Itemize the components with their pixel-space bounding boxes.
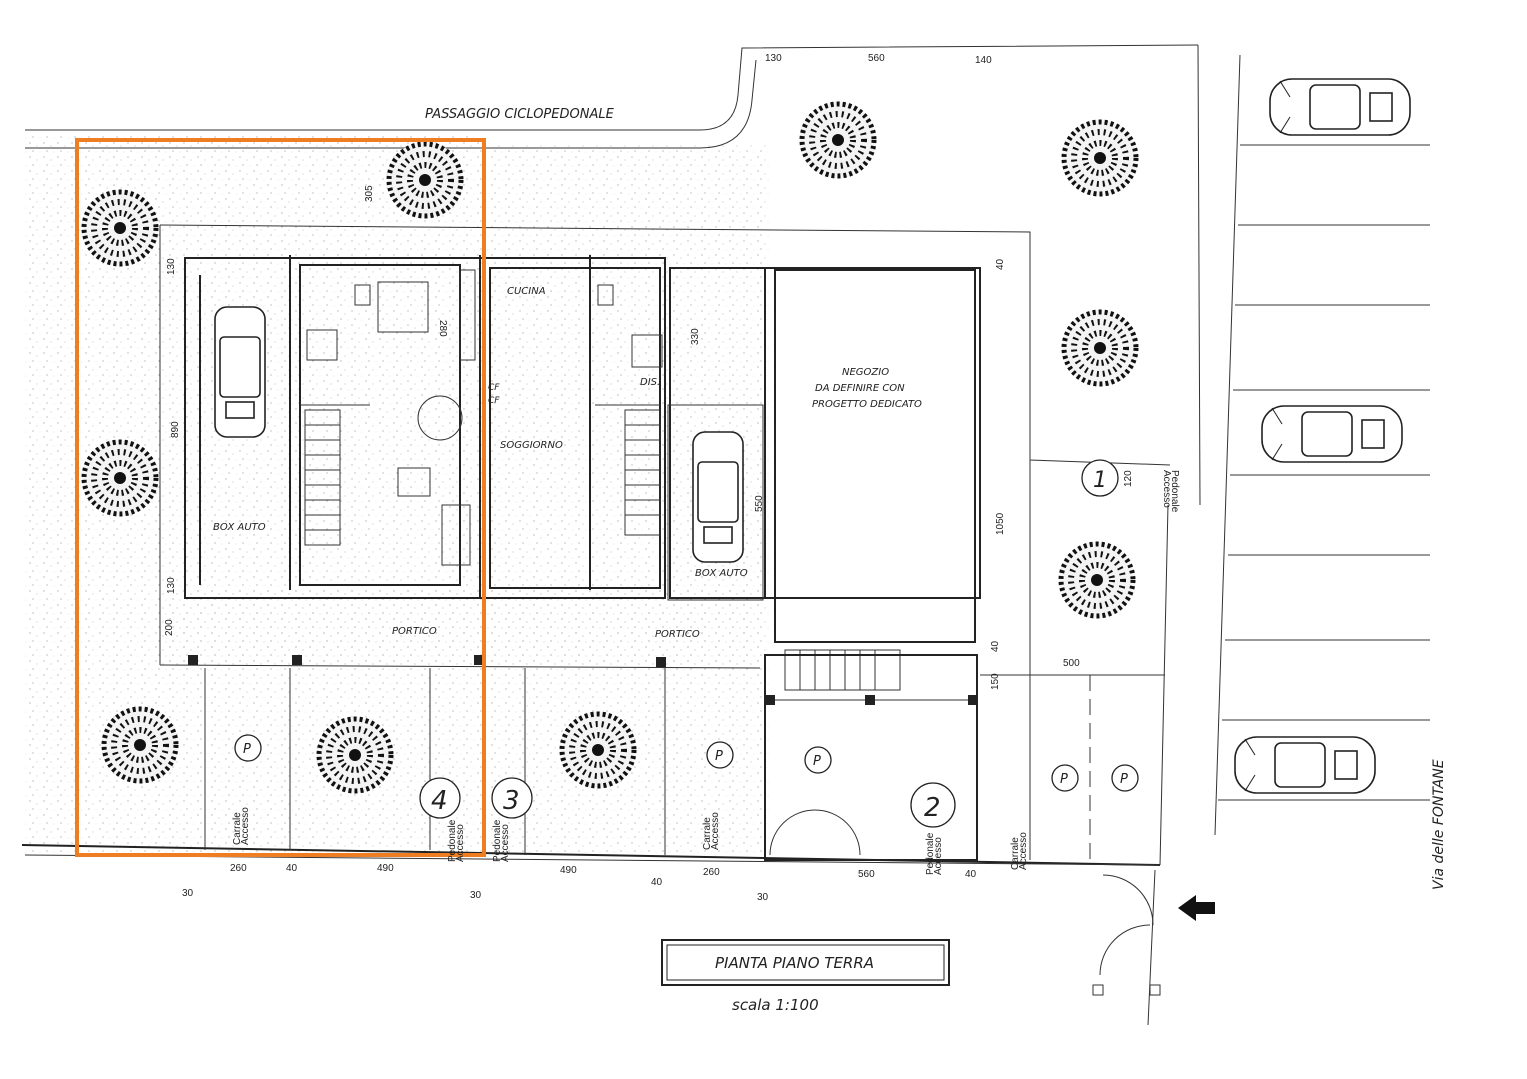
access-pedonale: Pedonale <box>1169 470 1180 513</box>
dimension: 30 <box>182 888 194 899</box>
dimension: 280 <box>437 320 448 337</box>
dimension: 305 <box>364 185 375 202</box>
dimension: 550 <box>754 495 765 512</box>
dimension: 260 <box>230 863 247 874</box>
access-accesso: Accesso <box>1018 832 1029 870</box>
marker-4: 4 <box>431 786 448 816</box>
negozio-line-3: PROGETTO DEDICATO <box>812 399 922 410</box>
room-cucina: CUCINA <box>507 286 546 297</box>
cf-label: CF <box>488 383 500 393</box>
parking-label: P <box>1060 772 1068 787</box>
lot-lines <box>21 224 1171 866</box>
dimension: 490 <box>377 863 394 874</box>
room-dis: DIS. <box>640 377 660 388</box>
marker-3: 3 <box>503 786 520 816</box>
dimension: 560 <box>858 869 875 880</box>
dimension: 140 <box>975 55 992 66</box>
dimension: 130 <box>166 577 177 594</box>
marker-2: 2 <box>924 793 941 823</box>
access-accesso: Accesso <box>455 824 466 862</box>
access-accesso: Accesso <box>1161 470 1172 508</box>
negozio-line-1: NEGOZIO <box>842 367 889 378</box>
access-accesso: Accesso <box>933 837 944 875</box>
room-portico-right: PORTICO <box>655 629 700 640</box>
cf-label: CF <box>488 396 500 406</box>
room-soggiorno: SOGGIORNO <box>500 440 563 451</box>
dimension: 30 <box>470 890 482 901</box>
access-pedonale: Pedonale <box>447 819 458 862</box>
access-carrale: Carrale <box>1010 837 1021 870</box>
entrance <box>769 809 1215 1026</box>
dimension: 40 <box>995 258 1006 270</box>
access-pedonale: Pedonale <box>492 819 503 862</box>
dimension: 120 <box>1123 470 1134 487</box>
dimension: 260 <box>703 867 720 878</box>
columns <box>188 655 978 705</box>
negozio-line-2: DA DEFINIRE CON <box>815 383 905 394</box>
dimension: 40 <box>286 863 298 874</box>
access-accesso: Accesso <box>240 807 251 845</box>
stairs <box>304 409 901 691</box>
street-top-label: PASSAGGIO CICLOPEDONALE <box>425 107 615 122</box>
dimension: 500 <box>1063 658 1080 669</box>
access-carrale: Carrale <box>702 817 713 850</box>
street-right-label: Via delle FONTANE <box>1431 759 1447 890</box>
dimension: 150 <box>990 673 1001 690</box>
arrow-left-icon <box>1178 895 1215 921</box>
parking-label: P <box>813 754 821 769</box>
dimension: 40 <box>990 640 1001 652</box>
dimension: 560 <box>868 53 885 64</box>
room-portico-left: PORTICO <box>392 626 437 637</box>
negozio <box>667 267 1165 861</box>
dimension: 130 <box>765 53 782 64</box>
marker-1: 1 <box>1093 468 1107 493</box>
dimension: 890 <box>170 421 181 438</box>
plan-scale: scala 1:100 <box>732 996 819 1014</box>
room-box-auto-right: BOX AUTO <box>695 568 748 579</box>
dimension: 130 <box>166 258 177 275</box>
plan-title: PIANTA PIANO TERRA <box>715 954 874 972</box>
access-accesso: Accesso <box>710 812 721 850</box>
parking-label: P <box>1120 772 1128 787</box>
dimension: 490 <box>560 865 577 876</box>
parking-label: P <box>715 749 723 764</box>
dimension: 330 <box>690 328 701 345</box>
highlighted-unit-boundary <box>75 138 486 857</box>
house-a <box>159 255 761 669</box>
furniture <box>306 269 663 566</box>
dimension: 40 <box>651 877 663 888</box>
dimension: 200 <box>164 619 175 636</box>
passaggio-path <box>25 44 1201 866</box>
access-pedonale: Pedonale <box>925 832 936 875</box>
markers <box>234 459 1139 828</box>
access-carrale: Carrale <box>232 812 243 845</box>
parking-dividers <box>204 54 1430 860</box>
dimension: 40 <box>965 869 977 880</box>
dimension: 30 <box>757 892 769 903</box>
room-box-auto-left: BOX AUTO <box>213 522 266 533</box>
dimension: 1050 <box>995 512 1006 535</box>
access-accesso: Accesso <box>500 824 511 862</box>
parking-label: P <box>243 742 251 757</box>
title-block <box>661 939 950 986</box>
